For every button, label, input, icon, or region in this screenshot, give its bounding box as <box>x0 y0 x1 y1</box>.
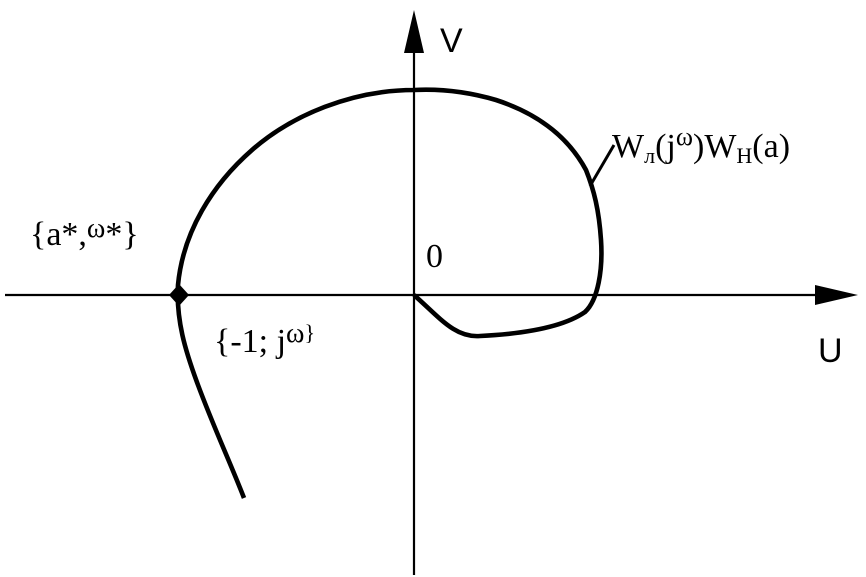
intersection-point-label: {a*,ω*} <box>30 213 139 253</box>
intersection-point-close: *} <box>105 216 138 253</box>
v-axis-label: V <box>440 22 463 60</box>
curve-label-omega: ω <box>676 122 693 151</box>
curve-label-leader <box>588 144 616 187</box>
curve-label-mid: (j <box>655 128 676 165</box>
critical-point-label: {-1; jω} <box>214 318 315 360</box>
u-axis-label: U <box>818 332 843 370</box>
curve-label-sub1: л <box>644 143 655 168</box>
critical-point-close: } <box>304 320 315 345</box>
curve-label-w2: W <box>704 128 737 165</box>
frequency-response-curve <box>175 87 604 499</box>
intersection-marker <box>169 284 189 306</box>
curve-label-sub2: Н <box>736 143 752 168</box>
critical-point-omega: ω <box>286 318 304 349</box>
u-axis-arrowhead <box>815 285 858 305</box>
curve-label-arg: (a) <box>752 128 790 165</box>
origin-label: 0 <box>426 238 443 275</box>
v-axis-arrowhead <box>404 10 424 53</box>
curve-label-close: ) <box>693 128 704 165</box>
intersection-point-omega: ω <box>87 213 105 244</box>
curve-label: Wл(jω)WН(a) <box>612 122 790 168</box>
intersection-point-text: {a*, <box>30 216 87 253</box>
critical-point-text: {-1; j <box>214 323 286 360</box>
curve-label-w1: W <box>612 128 645 165</box>
